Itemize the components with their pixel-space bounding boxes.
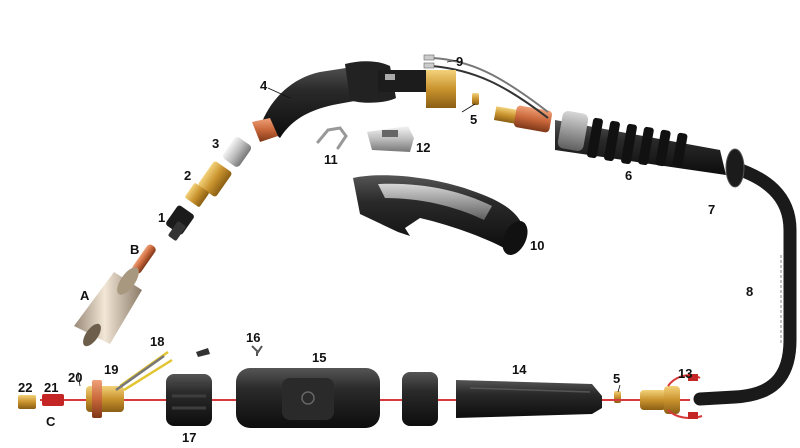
cable-ring xyxy=(725,148,745,188)
callout-14: 14 xyxy=(512,362,527,377)
trigger-switch xyxy=(367,126,414,152)
callout-B: B xyxy=(130,242,139,257)
callout-11: 11 xyxy=(324,152,338,167)
o-ring-top xyxy=(472,93,479,105)
callout-13: 13 xyxy=(678,366,692,381)
callout-15: 15 xyxy=(312,350,326,365)
spring-clip xyxy=(316,126,348,150)
connector-wires xyxy=(115,350,173,392)
callout-5b: 5 xyxy=(613,371,620,386)
callout-1: 1 xyxy=(158,210,165,225)
adapter-body xyxy=(92,380,102,418)
callout-A: A xyxy=(80,288,90,303)
callout-5a: 5 xyxy=(470,112,477,127)
contact-tip xyxy=(132,244,156,274)
rear-handle xyxy=(236,368,380,428)
insulator-sleeve xyxy=(166,205,194,241)
nozzle xyxy=(74,267,142,347)
liner-nut xyxy=(18,395,36,409)
callout-9: 9 xyxy=(456,54,463,69)
callout-7: 7 xyxy=(708,202,715,217)
callout-4: 4 xyxy=(260,78,268,93)
o-ring-bottom xyxy=(614,391,621,403)
callout-8: 8 xyxy=(746,284,753,299)
callout-18: 18 xyxy=(150,334,164,349)
handle-grip-tube xyxy=(456,380,602,418)
cable-end-connector xyxy=(640,374,703,419)
small-screw xyxy=(251,345,263,356)
callout-16: 16 xyxy=(246,330,260,345)
callout-22: 22 xyxy=(18,380,32,395)
gas-diffuser-insulator xyxy=(222,137,252,167)
gas-diffuser xyxy=(185,161,232,207)
power-cable xyxy=(693,161,797,406)
rear-handle-nut xyxy=(166,374,212,426)
leader-lines xyxy=(77,59,621,393)
callout-20: 20 xyxy=(68,370,82,385)
red-guide xyxy=(42,394,64,406)
callout-2: 2 xyxy=(184,168,191,183)
callout-6: 6 xyxy=(625,168,632,183)
strain-relief xyxy=(555,110,726,175)
callout-C: C xyxy=(46,414,56,429)
callout-12: 12 xyxy=(416,140,430,155)
callout-17: 17 xyxy=(182,430,196,445)
gooseneck xyxy=(252,61,456,142)
front-handle-nut xyxy=(402,372,438,426)
trigger-wires xyxy=(423,54,549,119)
handle xyxy=(353,175,528,255)
small-clip xyxy=(196,348,210,357)
callout-3: 3 xyxy=(212,136,219,151)
callout-10: 10 xyxy=(530,238,544,253)
callout-19: 19 xyxy=(104,362,118,377)
rear-connector xyxy=(493,105,553,133)
callout-21: 21 xyxy=(44,380,58,395)
